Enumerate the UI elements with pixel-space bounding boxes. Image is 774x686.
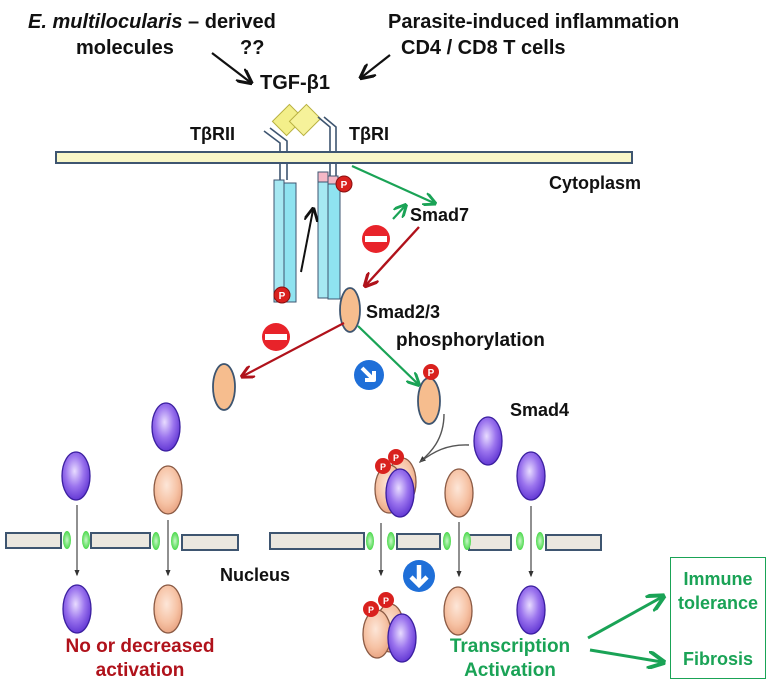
immune-tolerance-label: Immune	[683, 569, 753, 589]
svg-text:P: P	[380, 462, 386, 472]
smad23-blocked-arrow	[243, 322, 345, 376]
cytoplasm-label: Cytoplasm	[549, 173, 642, 193]
smad23-receptor-bound	[339, 287, 361, 333]
svg-text:P: P	[341, 180, 348, 191]
smad7-up-arrow	[392, 206, 405, 220]
smad23-label: Smad2/3	[366, 302, 441, 322]
immune-tolerance-arrow	[587, 597, 662, 640]
source1-label-line2: molecules	[76, 37, 174, 59]
smad23-nucleus	[153, 584, 183, 634]
immune-tolerance-label-line2: tolerance	[677, 593, 759, 613]
source1-label: E. multilocularis – derived	[28, 12, 276, 32]
source1-arrow	[211, 52, 250, 82]
smad23-phosphorylated	[417, 377, 441, 425]
fibrosis-arrow	[589, 648, 662, 662]
svg-text:P: P	[428, 368, 435, 379]
blue-arrow-sign-icon	[354, 360, 384, 390]
nucleus-label: Nucleus	[220, 565, 291, 585]
nuclear-membrane	[5, 532, 602, 551]
no-entry-icon	[362, 225, 390, 253]
smad4-cytoplasm	[516, 451, 546, 501]
transcription-label-line2: Activation	[464, 660, 556, 681]
transcription-label: Transcription	[449, 636, 571, 657]
smad7-inhibition-arrow	[366, 226, 420, 285]
svg-text:P: P	[279, 291, 286, 302]
phosphate-icon: P	[273, 286, 291, 304]
complex-formation-arrow	[419, 444, 470, 463]
svg-text:P: P	[383, 596, 389, 606]
source1-unknown-mark: ??	[240, 37, 265, 59]
tgf-beta1-label: TGF-β1	[260, 72, 330, 94]
plasma-membrane	[55, 151, 633, 164]
smad23-unphosphorylated	[212, 363, 236, 411]
smad7-induction-arrow	[351, 164, 434, 203]
no-activation-label: No or decreased	[65, 636, 215, 657]
svg-text:P: P	[393, 453, 399, 463]
translocation-arrows	[74, 505, 534, 578]
nuclear-pores	[63, 531, 544, 550]
smad4-cytoplasm	[151, 402, 181, 452]
tbrii-label: TβRII	[190, 124, 235, 144]
phosphorylation-label: phosphorylation	[396, 330, 545, 351]
smad4-nucleus	[516, 585, 546, 635]
smad23-nucleus	[443, 586, 473, 636]
smad23-cytoplasm	[444, 468, 474, 518]
species-name: E. multilocularis	[28, 11, 183, 33]
source1-label-rest: – derived	[182, 11, 276, 33]
svg-text:P: P	[368, 605, 374, 615]
smad-complex-nucleus: P P	[362, 592, 417, 663]
smad4-cytoplasm	[61, 451, 91, 501]
smad23-cytoplasm	[153, 465, 183, 515]
source2-label-line2: CD4 / CD8 T cells	[401, 37, 566, 59]
smad4-nucleus	[62, 584, 92, 634]
no-activation-label-line2: activation	[95, 660, 185, 681]
tbri-receptor	[317, 171, 341, 300]
source2-label: Parasite-induced inflammation	[388, 11, 680, 33]
smad23-phosphorylation-arrow	[357, 325, 418, 384]
outcomes-box	[670, 557, 766, 679]
blue-arrow-sign-icon	[403, 560, 435, 592]
phosphate-icon: P	[335, 175, 353, 193]
fibrosis-label: Fibrosis	[682, 649, 753, 669]
tgf-beta1-ligand	[271, 103, 322, 137]
phosphate-icon: P	[423, 364, 439, 380]
source2-arrow	[362, 54, 391, 77]
smad7-label: Smad7	[410, 205, 470, 225]
receptor-activation-arrow	[300, 210, 313, 273]
no-entry-icon	[262, 323, 290, 351]
smad4-free	[473, 416, 503, 466]
tbri-label: TβRI	[349, 124, 389, 144]
smad-complex-cytoplasm: P P	[374, 449, 417, 518]
tbrii-receptor	[273, 179, 297, 303]
smad4-label: Smad4	[510, 400, 570, 420]
